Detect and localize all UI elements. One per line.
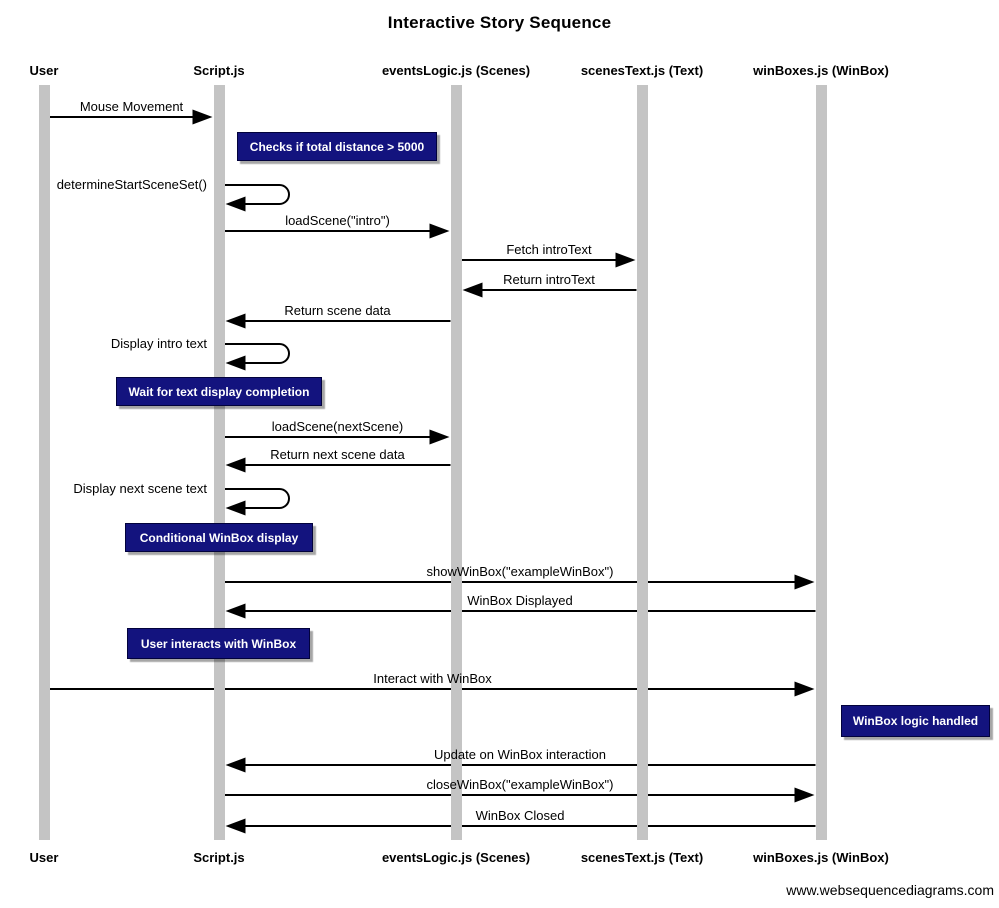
message-label: Interact with WinBox xyxy=(373,671,492,686)
message-arrow xyxy=(225,313,451,329)
message-label: showWinBox("exampleWinBox") xyxy=(426,564,614,579)
message-arrow xyxy=(224,574,815,590)
lifeline xyxy=(213,85,225,840)
lifeline xyxy=(815,85,827,840)
message-label: loadScene(nextScene) xyxy=(271,419,404,434)
participant-label-top: User xyxy=(29,63,59,78)
lifeline xyxy=(38,85,50,840)
message-label: WinBox Displayed xyxy=(467,593,573,608)
participant-label-bottom: eventsLogic.js (Scenes) xyxy=(381,850,531,865)
self-message-label: Display next scene text xyxy=(73,481,207,496)
message-label: Return next scene data xyxy=(270,447,405,462)
participant-label-top: Script.js xyxy=(193,63,245,78)
self-message-arrow xyxy=(224,488,290,516)
diagram-title: Interactive Story Sequence xyxy=(387,13,612,32)
self-message-label: Display intro text xyxy=(110,336,207,351)
participant-label-bottom: User xyxy=(29,850,59,865)
message-arrow xyxy=(49,109,213,125)
message-arrow xyxy=(462,282,637,298)
note: WinBox logic handled xyxy=(841,705,990,737)
message-arrow xyxy=(49,681,815,697)
watermark: www.websequencediagrams.com xyxy=(786,882,994,898)
message-arrow xyxy=(225,757,816,773)
message-arrow xyxy=(224,429,450,445)
note: Wait for text display completion xyxy=(116,377,322,406)
message-label: Return scene data xyxy=(284,303,391,318)
message-label: WinBox Closed xyxy=(475,808,565,823)
message-arrow xyxy=(225,603,816,619)
lifeline xyxy=(636,85,648,840)
lifeline xyxy=(450,85,462,840)
message-label: Update on WinBox interaction xyxy=(434,747,606,762)
message-label: Return introText xyxy=(503,272,595,287)
participant-label-top: scenesText.js (Text) xyxy=(580,63,704,78)
message-label: Mouse Movement xyxy=(79,99,184,114)
participant-label-bottom: scenesText.js (Text) xyxy=(580,850,704,865)
message-arrow xyxy=(224,223,450,239)
note: Conditional WinBox display xyxy=(125,523,313,552)
self-message-arrow xyxy=(224,343,290,371)
participant-label-bottom: Script.js xyxy=(193,850,245,865)
participant-label-bottom: winBoxes.js (WinBox) xyxy=(753,850,889,865)
note: User interacts with WinBox xyxy=(127,628,310,659)
message-label: Fetch introText xyxy=(506,242,592,257)
participant-label-top: winBoxes.js (WinBox) xyxy=(753,63,889,78)
message-label: loadScene("intro") xyxy=(285,213,390,228)
message-label: closeWinBox("exampleWinBox") xyxy=(426,777,614,792)
participant-label-top: eventsLogic.js (Scenes) xyxy=(381,63,531,78)
self-message-label: determineStartSceneSet() xyxy=(56,177,207,192)
message-arrow xyxy=(225,818,816,834)
note: Checks if total distance > 5000 xyxy=(237,132,437,161)
message-arrow xyxy=(224,787,815,803)
self-message-arrow xyxy=(224,184,290,212)
message-arrow xyxy=(225,457,451,473)
message-arrow xyxy=(461,252,636,268)
